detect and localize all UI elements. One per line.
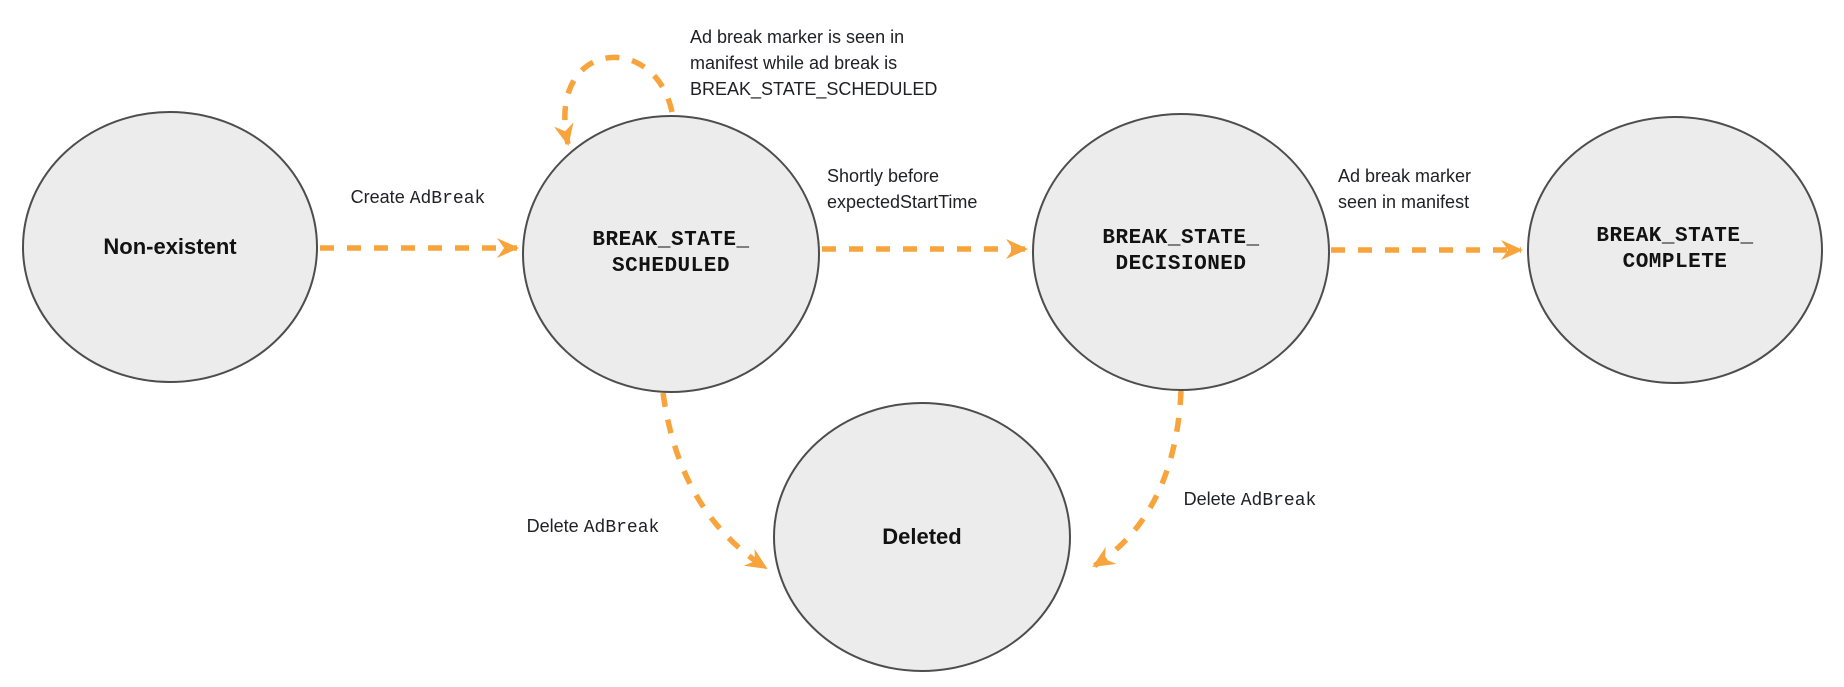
state-label-line: SCHEDULED xyxy=(612,255,730,278)
state-node-deleted xyxy=(773,402,1071,672)
edge-label-create-adbreak: Create AdBreak xyxy=(351,184,486,212)
edge-label-text: manifest while ad break is xyxy=(690,53,898,73)
edge-delete-left xyxy=(660,392,768,571)
edge-label-code: AdBreak xyxy=(583,518,660,538)
state-label-line: BREAK_STATE_ xyxy=(1596,225,1754,248)
edge-label-text: Delete xyxy=(1183,489,1241,509)
edge-label-text: Delete xyxy=(526,516,584,536)
state-label-deleted: Deleted xyxy=(882,524,961,550)
edge-label-text: seen in manifest xyxy=(1338,192,1470,212)
state-label-line: COMPLETE xyxy=(1622,251,1728,274)
state-label-non-existent: Non-existent xyxy=(103,234,236,260)
state-label-line: BREAK_STATE_ xyxy=(1102,227,1260,250)
edge-label-text: Shortly before xyxy=(827,166,940,186)
edge-label-self-loop: Ad break marker is seen in manifest whil… xyxy=(690,24,937,102)
edge-label-text: Ad break marker is seen in xyxy=(690,27,905,47)
state-node-break-state-scheduled xyxy=(522,115,820,393)
edge-label-code: AdBreak xyxy=(1240,491,1317,511)
state-label-break-state-complete: BREAK_STATE_ COMPLETE xyxy=(1596,224,1753,276)
edge-label-code: expectedStartTime xyxy=(827,192,978,212)
state-label-break-state-decisioned: BREAK_STATE_ DECISIONED xyxy=(1102,226,1259,278)
edge-label-marker-seen: Ad break marker seen in manifest xyxy=(1338,163,1471,215)
state-label-line: BREAK_STATE_ xyxy=(592,229,750,252)
edge-self-loop xyxy=(553,54,675,146)
state-label-line: DECISIONED xyxy=(1115,253,1247,276)
edge-label-delete-left: Delete AdBreak xyxy=(527,513,660,541)
edge-label-text: Create xyxy=(350,187,410,207)
state-node-break-state-complete xyxy=(1527,116,1823,384)
edge-label-code: AdBreak xyxy=(409,189,486,209)
edge-label-delete-right: Delete AdBreak xyxy=(1184,486,1317,514)
state-label-break-state-scheduled: BREAK_STATE_ SCHEDULED xyxy=(592,228,749,280)
edge-delete-right xyxy=(1092,390,1184,569)
edge-label-code: BREAK_STATE_SCHEDULED xyxy=(690,79,938,99)
edge-label-shortly-before: Shortly before expectedStartTime xyxy=(827,163,977,215)
edge-label-text: Ad break marker xyxy=(1338,166,1472,186)
state-node-break-state-decisioned xyxy=(1032,113,1330,391)
state-label-line: Non-existent xyxy=(103,234,237,259)
state-node-non-existent xyxy=(22,111,318,383)
state-label-line: Deleted xyxy=(882,524,962,549)
